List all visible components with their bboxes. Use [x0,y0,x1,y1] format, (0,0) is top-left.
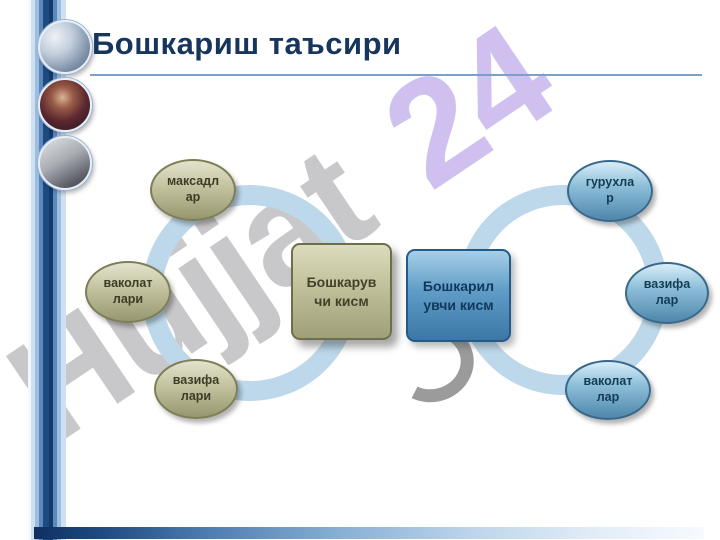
node-vazifalar: вазифалар [625,262,709,324]
hub-boshkariluvchi-qism: Бошкарилувчи кисм [406,249,511,342]
title-underline [90,74,702,76]
footer-gradient-bar [34,527,704,539]
sidebar-photo-meeting [38,78,92,132]
node-vakolatlari: ваколатлари [85,261,171,323]
node-guruhlar: гурухлар [567,160,653,222]
node-vakolatlar: ваколатлар [565,360,651,420]
node-vazifalari: вазифалари [154,359,238,419]
hub-boshkaruvchi-qism: Бошкарувчи кисм [291,243,392,340]
sidebar-photo-office [38,20,92,74]
sidebar-photo-people [38,136,92,190]
node-maksadlar: максадлар [150,159,236,221]
slide-title: Бошкариш таъсири [92,26,402,61]
